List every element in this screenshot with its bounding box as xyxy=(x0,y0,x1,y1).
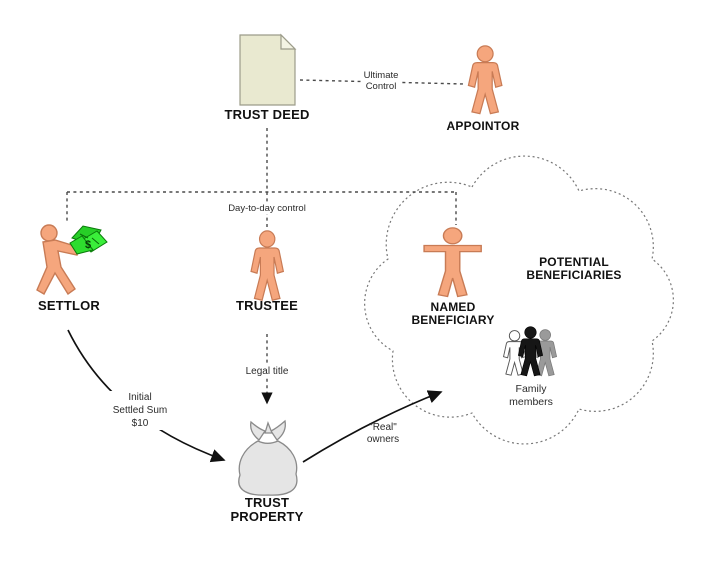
real-owners-line1: "Real" xyxy=(369,422,397,433)
potential-beneficiaries-label: POTENTIAL BENEFICIARIES xyxy=(526,256,621,282)
money-dollar-glyph: $ xyxy=(85,239,91,251)
family-members-line1: Family xyxy=(515,383,547,395)
named-beneficiary-line1: NAMED xyxy=(430,300,476,314)
initial-settled-sum-line3: $10 xyxy=(131,418,149,429)
ultimate-control-line1: Ultimate xyxy=(363,70,399,81)
potential-beneficiaries-line1: POTENTIAL xyxy=(539,255,609,269)
appointor-label: APPOINTOR xyxy=(446,119,520,133)
trust-property-label: TRUST PROPERTY xyxy=(230,496,303,524)
trust-deed-icon xyxy=(239,33,297,106)
family-members-line2: members xyxy=(509,396,553,408)
deed-appointor-line xyxy=(299,79,465,85)
settlor-label: SETTLOR xyxy=(37,298,101,313)
named-beneficiary-line2: BENEFICIARY xyxy=(411,313,495,327)
named-beneficiary-label: NAMED BENEFICIARY xyxy=(411,301,494,327)
real-owners-arrow xyxy=(302,390,443,463)
ultimate-control-label: Ultimate Control xyxy=(360,70,402,92)
trust-property-bag-icon xyxy=(238,419,298,496)
ultimate-control-line2: Control xyxy=(365,81,397,92)
trustee-icon xyxy=(250,230,284,301)
money-icon: $ xyxy=(69,225,108,255)
initial-settled-sum-line2: Settled Sum xyxy=(112,405,168,416)
trust-property-line1: TRUST xyxy=(244,495,290,510)
trust-property-line2: PROPERTY xyxy=(230,509,304,524)
potential-beneficiaries-line2: BENEFICIARIES xyxy=(526,268,622,282)
settlor-icon xyxy=(36,224,79,296)
named-beneficiary-icon xyxy=(423,227,482,298)
trustee-label: TRUSTEE xyxy=(235,298,299,313)
legal-title-label: Legal title xyxy=(242,366,292,377)
initial-settled-sum-line1: Initial xyxy=(128,392,152,403)
trust-deed-label: TRUST DEED xyxy=(224,107,310,122)
initial-settled-sum-label: Initial Settled Sum $10 xyxy=(109,391,171,430)
beneficiaries-cloud xyxy=(364,155,674,445)
real-owners-label: "Real" owners xyxy=(367,422,399,446)
appointor-icon xyxy=(467,45,503,115)
family-members-label: Family members xyxy=(509,383,553,409)
real-owners-line2: owners xyxy=(366,434,400,445)
day-to-day-control-label: Day-to-day control xyxy=(225,203,309,214)
